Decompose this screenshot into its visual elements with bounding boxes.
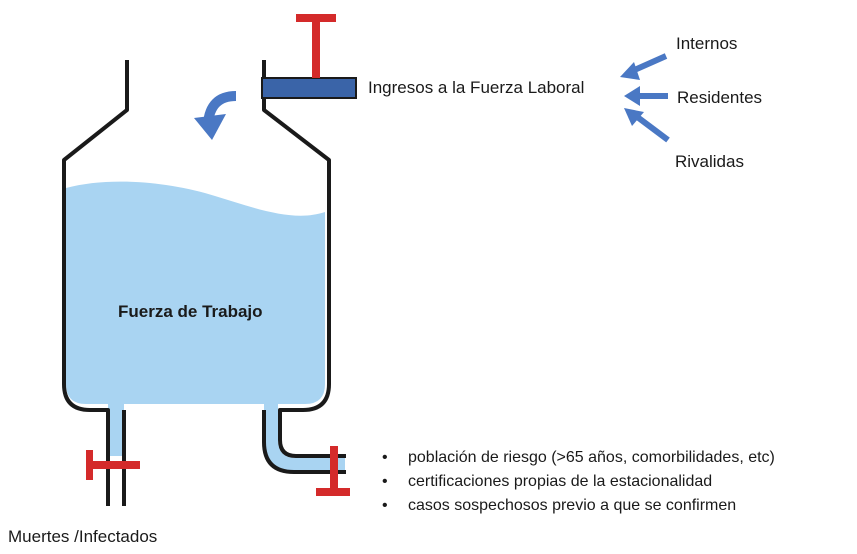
tank-outline (62, 60, 346, 506)
right-outflow-valve-icon[interactable] (316, 446, 350, 496)
source-rivalidas: Rivalidas (675, 152, 744, 171)
source-residentes: Residentes (677, 88, 763, 107)
inflow-pipe (261, 77, 357, 99)
inflow-valve-icon[interactable] (296, 14, 336, 78)
bottom-outflow-valve-icon[interactable] (86, 450, 140, 480)
right-pipe-water (264, 404, 345, 472)
arrow-from-residentes-icon (624, 86, 668, 106)
source-internos: Internos (676, 34, 738, 53)
water-fill (66, 181, 325, 404)
outflow-bottom-label: Muertes /Infectados (8, 527, 158, 546)
list-item: certificaciones propias de la estacional… (380, 470, 775, 494)
arrow-from-rivalidas-icon (624, 108, 670, 143)
outflow-right-list: población de riesgo (>65 años, comorbili… (380, 446, 775, 518)
arrow-from-internos-icon (620, 53, 668, 80)
list-item: población de riesgo (>65 años, comorbili… (380, 446, 775, 470)
source-arrows (620, 53, 670, 143)
tank-label: Fuerza de Trabajo (118, 302, 263, 321)
inflow-label: Ingresos a la Fuerza Laboral (368, 78, 585, 97)
list-item: casos sospechosos previo a que se confir… (380, 494, 775, 518)
bottom-pipe-water (108, 404, 124, 456)
flow-curved-arrow-icon (194, 91, 237, 140)
